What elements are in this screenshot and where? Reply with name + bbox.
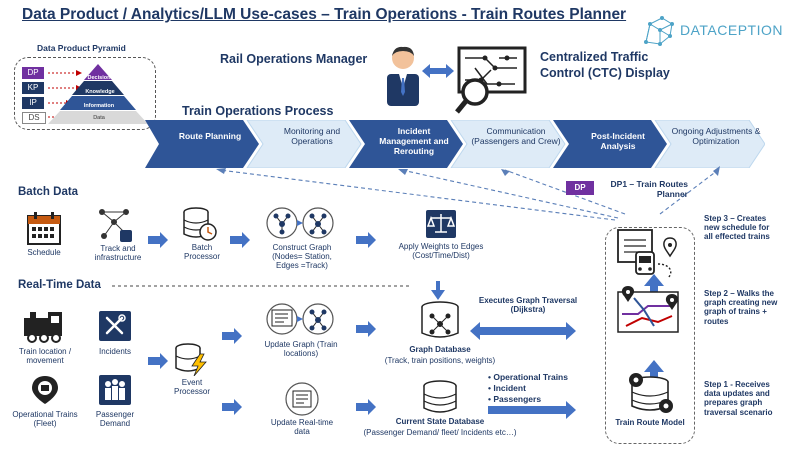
network-head-icon [644,16,674,46]
batch-processor-label: Batch Processor [183,243,220,262]
bullet-text: Operational Trains [493,372,568,382]
batch-database-icon [183,207,217,241]
bullet-incident: • Incident [488,383,526,394]
step-1-label: Step 1 - Receives data updates and prepa… [704,380,773,417]
apply-weights-label: Apply Weights to Edges (Cost/Time/Dist) [398,242,484,261]
process-step-post-incident: Post-Incident Analysis [591,131,645,152]
pyramid-level-data: Data [93,115,105,121]
update-realtime-icon [285,382,319,416]
pyramid-box [14,57,156,130]
graph-database-icon [421,301,459,338]
pyramid-level-knowledge: Knowledge [85,89,115,95]
process-step-monitoring: Monitoring and Operations [283,126,341,147]
pyramid-code-ip: IP [22,97,44,109]
model-database-gear-icon [629,373,673,413]
train-route-model-box [605,227,695,444]
schedule-label: Schedule [27,248,61,257]
process-step-route-planning: Route Planning [178,131,242,141]
pyramid-code-dp: DP [22,67,44,79]
step-3-label: Step 3 – Creates new schedule for all ef… [704,214,770,242]
pyramid-level-information: Information [83,103,115,109]
process-title: Train Operations Process [182,104,334,118]
incident-tools-icon [99,311,131,341]
pyramid-title: Data Product Pyramid [34,43,129,53]
manager-icon [387,46,419,106]
state-database-icon [423,380,457,413]
state-db-label: Current State Database [395,417,485,426]
incidents-label: Incidents [98,347,132,356]
pyramid-code-ds: DS [22,112,46,124]
logo-text: DATACEPTION [680,22,783,38]
passenger-demand-label: Passenger Demand [95,410,135,429]
state-bullets: • Operational Trains • Incident • Passen… [488,372,568,405]
pyramid-graphic [48,64,148,124]
bullet-passengers: • Passengers [488,394,542,405]
calendar-icon [27,212,61,245]
process-step-ongoing: Ongoing Adjustments & Optimization [671,126,761,147]
passenger-demand-icon [99,375,131,405]
event-processor-label: Event Processor [173,378,210,397]
scale-weights-icon [426,210,456,238]
pyramid-code-kp: KP [22,82,44,94]
ctc-display-icon [455,46,527,114]
update-realtime-label: Update Real-time data [270,418,334,437]
manager-label: Rail Operations Manager [220,52,368,66]
train-route-model-label: Train Route Model [615,418,685,427]
dp-label: DP1 – Train Routes Planner [610,179,688,200]
dp-badge: DP [566,181,594,195]
ctc-label: Centralized Traffic Control (CTC) Displa… [540,50,670,80]
update-graph-icon [266,303,334,335]
schedule-train-icon [617,229,677,279]
process-step-incident: Incident Management and Rerouting [379,126,449,157]
process-step-communication: Communication (Passengers and Crew) [471,126,561,147]
state-db-sub: (Passenger Demand/ fleet/ Incidents etc…… [363,428,517,437]
track-label: Track and infrastructure [94,244,142,263]
construct-graph-label: Construct Graph (Nodes= Station, Edges =… [272,243,332,271]
exchange-arrow-icon [422,64,454,78]
train-location-label: Train location / movement [18,347,72,366]
operational-trains-label: Operational Trains (Fleet) [12,410,78,429]
event-processor-icon [175,343,207,376]
step-2-label: Step 2 – Walks the graph creating new gr… [704,289,778,326]
update-graph-label: Update Graph (Train locations) [264,340,338,359]
graph-db-label: Graph Database [409,345,471,354]
executes-traversal-label: Executes Graph Traversal (Dijkstra) [478,296,578,315]
page-title: Data Product / Analytics/LLM Use-cases –… [22,6,627,23]
batch-title: Batch Data [18,186,79,198]
track-network-icon [99,209,132,242]
construct-graph-icon [266,207,334,239]
route-map-icon [617,286,679,333]
bullet-text: Passengers [493,394,542,405]
realtime-divider [112,285,412,287]
pyramid-level-decision: Decision [87,75,111,81]
realtime-title: Real-Time Data [18,279,101,291]
location-pin-icon [32,376,58,404]
process-chevrons [145,120,765,168]
train-icon [24,312,62,343]
bullet-operational-trains: • Operational Trains [488,372,568,382]
graph-db-sub: (Track, train positions, weights) [384,356,496,365]
bullet-text: Incident [493,383,526,394]
